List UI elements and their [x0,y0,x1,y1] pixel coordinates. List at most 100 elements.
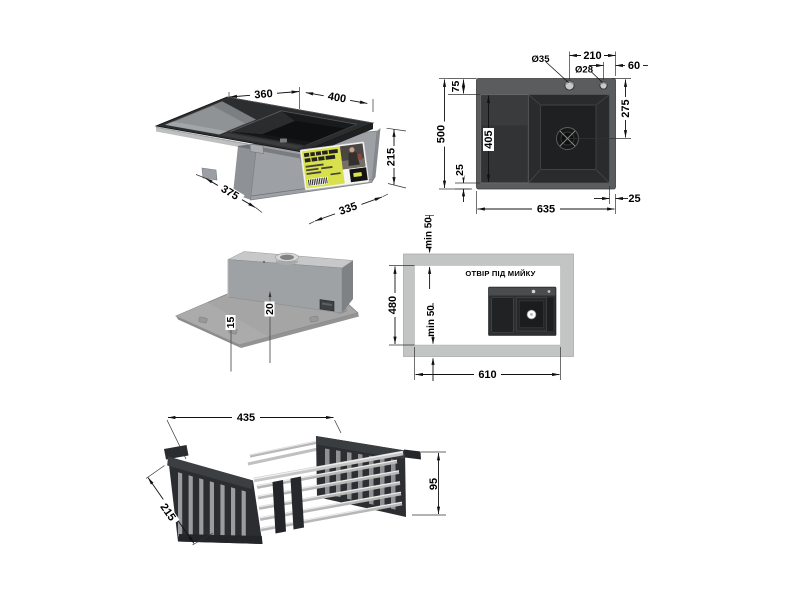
cutout-mini-sink [488,286,557,336]
iso-dim375-arrow-b [248,202,256,208]
iso-clip-mid [249,143,264,154]
top-dim25r-arrow-a [602,196,610,201]
top-dim-o35-leader [545,61,569,83]
top-dim-o28-text: Ø28 [575,65,593,76]
top-bowl-chamfer-2 [595,169,610,184]
top-dim275-arrow-b [623,130,628,138]
basket-95-arrow-b [436,506,441,514]
top-drain-cross-b [559,130,576,147]
under-clip [309,315,319,323]
top-bowl-chamfer-0 [528,94,541,106]
under-dim20-text-bg [264,301,275,317]
top-dim500-arrow-b [442,180,447,188]
top-dim25r-text: 25 [628,193,640,205]
basket-left-slot [188,475,193,537]
iso-dim335-text: 335 [338,200,359,217]
basket-215-arrow-b [188,536,194,544]
top-dim210-text: 210 [583,50,601,62]
iso-dim215-arrow-b [392,177,396,185]
iso-dim375-ext-b [255,207,263,213]
under-vent-slot [322,302,332,306]
under-clip [198,316,208,324]
basket-435-text: 435 [237,412,255,424]
under-dim15-text-bg [225,315,236,330]
basket-left-slot [241,490,246,539]
top-dim210-text-bg [581,50,604,61]
top-view: Ø35 Ø28 210 60 75 500 405 25 275 635 25 [435,50,648,216]
basket-view: 435 215 95 [145,412,446,546]
label-text-gap [324,156,326,160]
label-text-bar [304,154,336,163]
iso-dim375-arrow-a [205,178,213,184]
iso-dim400-arrow-b [359,100,368,104]
basket-left-slot [178,472,183,537]
iso-bowl-front-wall [230,131,314,146]
top-dim-o35-text: Ø35 [532,54,551,65]
basket-left-frame-base [178,534,263,544]
label-text-gap [308,152,311,157]
label-text-gap [310,157,312,162]
basket-right-slot [325,448,330,495]
under-drain-collar-hole [280,254,294,260]
iso-dim400-arrow-a [305,92,314,96]
cutout-bot-arrow [431,337,435,345]
top-dim210-arrow-b [608,53,616,58]
iso-rim-shadow [156,127,303,159]
iso-box-left-face [233,143,258,200]
iso-box-label [299,141,370,191]
cutout-480-arrow-a [393,266,397,274]
iso-rim-front-lip [155,126,304,155]
top-dim500-text-bg [435,121,447,147]
cutout-min50bot-text: min 50 [426,305,437,337]
top-dim60-arrow-b [615,63,623,68]
label-logo-mark [353,172,362,178]
iso-dim335-text-bg [333,199,363,218]
iso-dim335-ext-a [308,220,315,225]
label-barcode-bar [320,177,323,185]
under-dim20-arrow [268,291,272,297]
cutout-top-arrow [428,246,432,254]
iso-dim375-text-bg [215,181,245,204]
top-hole-soap-shade [599,82,608,85]
top-dim635-text: 635 [537,204,555,216]
basket-sleeve-a [272,480,286,534]
iso-front-rim-strip [220,132,304,149]
top-dim405-text-bg [483,128,494,151]
top-dim275-text-bg [620,97,631,120]
iso-dim335-arrow-b [374,197,382,201]
label-text-bar [330,172,341,176]
basket-95-arrow-a [436,453,441,461]
mini-hole-soap [547,290,551,293]
iso-drainboard-slope [212,101,256,124]
iso-bowl-right-edge [305,123,358,146]
basket-215-ext-b [192,532,214,546]
iso-dim215-arrow-a [392,129,396,137]
cutout-bot-outer-arrow [431,357,435,365]
label-barcode-bar [322,177,325,184]
top-dim275-arrow-a [623,79,628,87]
iso-bowl-logo [280,138,287,143]
label-barcode-bar [311,179,314,186]
cutout-min50top-text: min 50 [424,217,435,249]
top-dim25l-text: 25 [454,164,466,176]
basket-left-slot [220,484,225,538]
top-dim60-text: 60 [628,60,640,72]
cutout-610-arrow-a [415,372,423,377]
iso-bowl-back-wall [281,110,358,129]
cutout-top-inner-arrow [428,266,432,274]
label-text-bar [305,163,324,168]
label-photo-accent [357,153,363,161]
top-dim405-arrow-b [486,174,491,182]
label-photo-body [348,152,360,166]
label-barcode-bar [313,178,316,186]
under-box-dot [262,260,266,264]
basket-back-rail-hl [249,440,319,456]
top-dim75-text: 75 [450,81,462,93]
basket-95-text: 95 [428,478,440,490]
mini-drain-center [530,313,533,316]
label-text-gap [327,150,330,155]
label-barcode-bar [315,178,317,185]
cutout-610-arrow-b [552,372,560,377]
top-bowl-chamfer-1 [595,94,610,106]
